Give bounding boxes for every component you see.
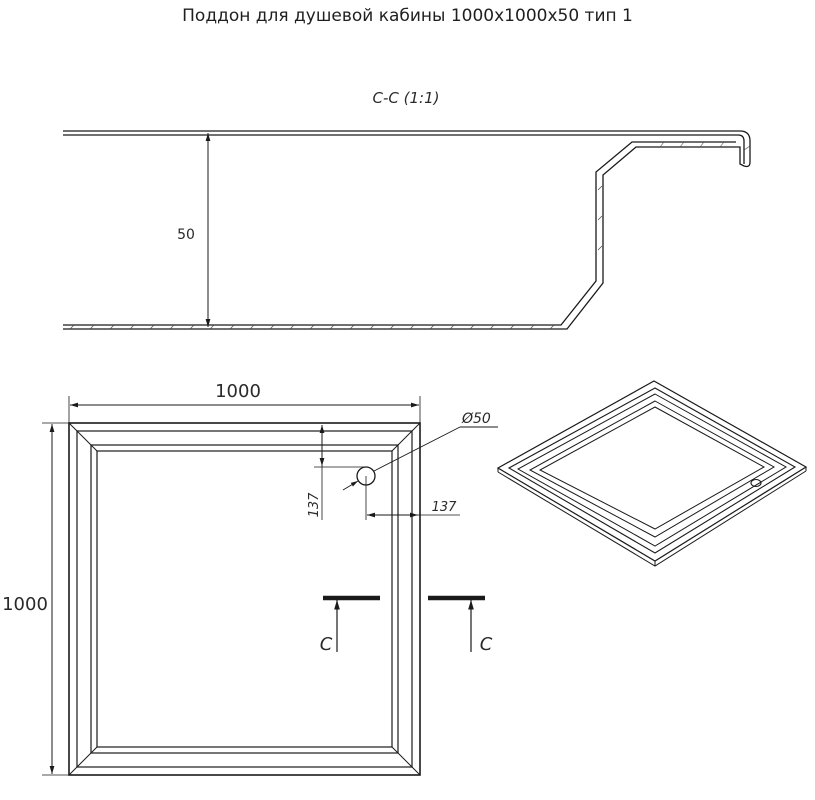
iso-floor (538, 406, 766, 530)
section-profile-inner (63, 134, 745, 326)
drain-top-offset: 137 (307, 492, 322, 518)
drain-right-offset: 137 (432, 500, 458, 515)
section-label: C-C (1:1) (373, 89, 440, 107)
cut-label-left: C (320, 634, 333, 655)
section-profile-outer (63, 130, 751, 330)
iso-rim (507, 387, 797, 554)
drawing-title: Поддон для душевой кабины 1000х1000х50 т… (182, 6, 633, 26)
tray-rim (76, 430, 413, 768)
tray-wall (90, 444, 399, 754)
section-height-dimension: 50 (177, 227, 195, 243)
section-view: C-C (1:1) (63, 89, 751, 330)
isometric-view (496, 380, 808, 567)
section-hatch (69, 141, 751, 330)
iso-drain-hole (750, 478, 762, 488)
iso-wall (528, 400, 776, 538)
height-dimension: 1000 (2, 594, 48, 615)
plan-view: 1000 1000 Ø50 (2, 381, 498, 776)
width-dimension: 1000 (215, 381, 261, 402)
iso-outer-edge (496, 380, 808, 562)
drain-diameter-label: Ø50 (461, 411, 491, 427)
tray-corner-lines (68, 422, 421, 776)
tray-floor (96, 450, 393, 748)
iso-wall-top (516, 393, 787, 547)
tray-outer-edge (68, 422, 421, 776)
cut-label-right: C (480, 634, 493, 655)
